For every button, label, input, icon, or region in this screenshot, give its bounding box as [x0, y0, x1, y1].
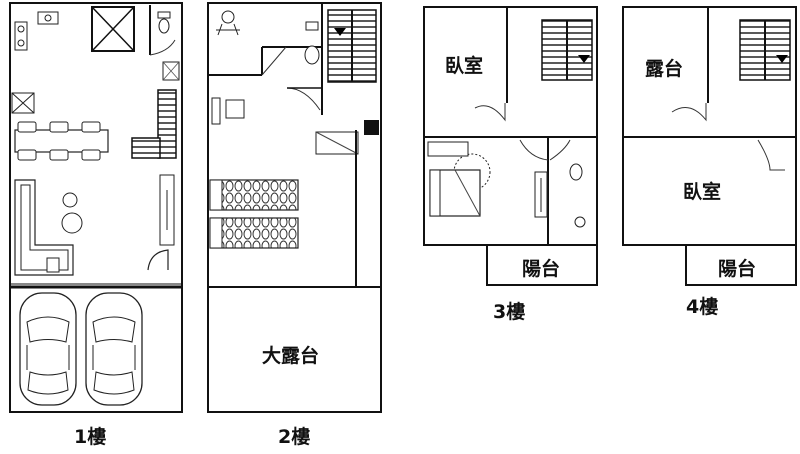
- bed-icon: [209, 217, 299, 249]
- terrace-label: 大露台: [262, 344, 319, 367]
- bedroom-label: 臥室: [445, 54, 483, 77]
- car-icon: [19, 292, 77, 406]
- chair-icon: [225, 99, 245, 119]
- bedroom-label: 臥室: [683, 180, 721, 203]
- car-icon: [85, 292, 143, 406]
- dining-table-icon: [14, 129, 109, 153]
- floor-1-outer-wall: [9, 2, 183, 413]
- lamp-icon: [221, 10, 235, 24]
- sink-icon: [37, 11, 59, 25]
- entry-door-icon: [147, 249, 169, 271]
- floor-1-label: 1樓: [74, 425, 106, 448]
- balcony-label: 陽台: [522, 257, 560, 280]
- balcony-area: [486, 244, 598, 286]
- floor-4-label: 4樓: [686, 295, 718, 318]
- floor-1-plan: 1樓: [9, 2, 183, 448]
- toilet-icon: [157, 11, 171, 19]
- balcony-area: [685, 244, 797, 286]
- bed-icon: [209, 179, 299, 211]
- coffee-table-icon: [62, 192, 78, 208]
- terrace-label: 露台: [645, 57, 683, 80]
- staircase-icon: [157, 89, 177, 159]
- floor-3-plan: 臥室 陽台 3樓: [423, 6, 598, 323]
- floor-2-plan: 大露台 2樓: [207, 2, 382, 448]
- floor-2-outer-wall: [207, 2, 382, 413]
- balcony-label: 陽台: [718, 257, 756, 280]
- floor-4-plan: 露台 臥室 陽台 4樓: [622, 6, 797, 318]
- floor-2-label: 2樓: [278, 425, 310, 448]
- floor-3-label: 3樓: [493, 300, 525, 323]
